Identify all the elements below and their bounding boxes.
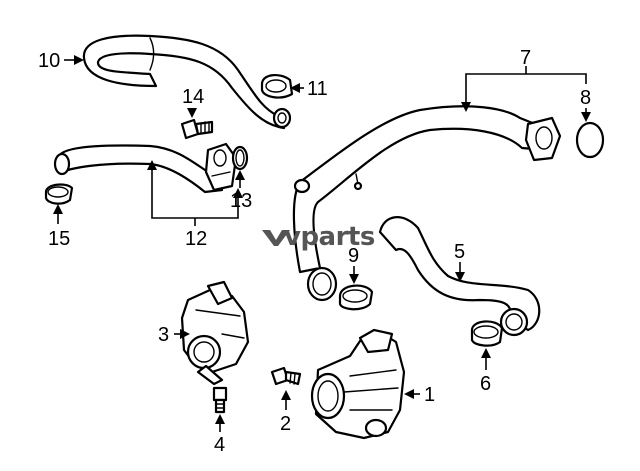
callout-8: 8	[580, 87, 591, 109]
callout-9: 9	[348, 245, 359, 267]
callout-15: 15	[48, 228, 70, 250]
callout-4: 4	[214, 434, 225, 456]
callout-1: 1	[424, 384, 435, 406]
part-12-lower-hose	[53, 142, 238, 194]
part-14-bolt	[180, 118, 214, 140]
part-7-long-hose	[292, 105, 562, 302]
part-3-thermostat	[180, 280, 250, 386]
part-10-upper-hose	[82, 34, 292, 130]
part-8-o-ring	[575, 121, 605, 159]
callout-10: 10	[38, 50, 60, 72]
watermark-logo-mark	[262, 230, 290, 246]
watermark: vparts	[262, 222, 375, 252]
part-5-pump-hose	[378, 216, 541, 337]
callout-11: 11	[307, 78, 328, 100]
callout-7: 7	[520, 47, 531, 69]
part-9-clamp	[338, 284, 374, 311]
callout-12: 12	[185, 228, 207, 250]
part-11-clamp	[260, 74, 294, 99]
part-1-water-pump	[310, 328, 406, 440]
callout-14: 14	[182, 86, 204, 108]
callout-5: 5	[454, 241, 465, 263]
part-15-clamp	[44, 183, 74, 205]
part-2-bolt	[270, 366, 302, 386]
callout-6: 6	[480, 373, 491, 395]
callout-13: 13	[230, 190, 252, 212]
part-4-bolt	[212, 386, 228, 414]
watermark-text: vparts	[284, 222, 375, 252]
callout-3: 3	[158, 324, 169, 346]
part-13-o-ring	[231, 145, 249, 171]
part-6-clamp	[470, 320, 504, 347]
callout-2: 2	[280, 413, 291, 435]
leader-lines	[53, 55, 591, 432]
